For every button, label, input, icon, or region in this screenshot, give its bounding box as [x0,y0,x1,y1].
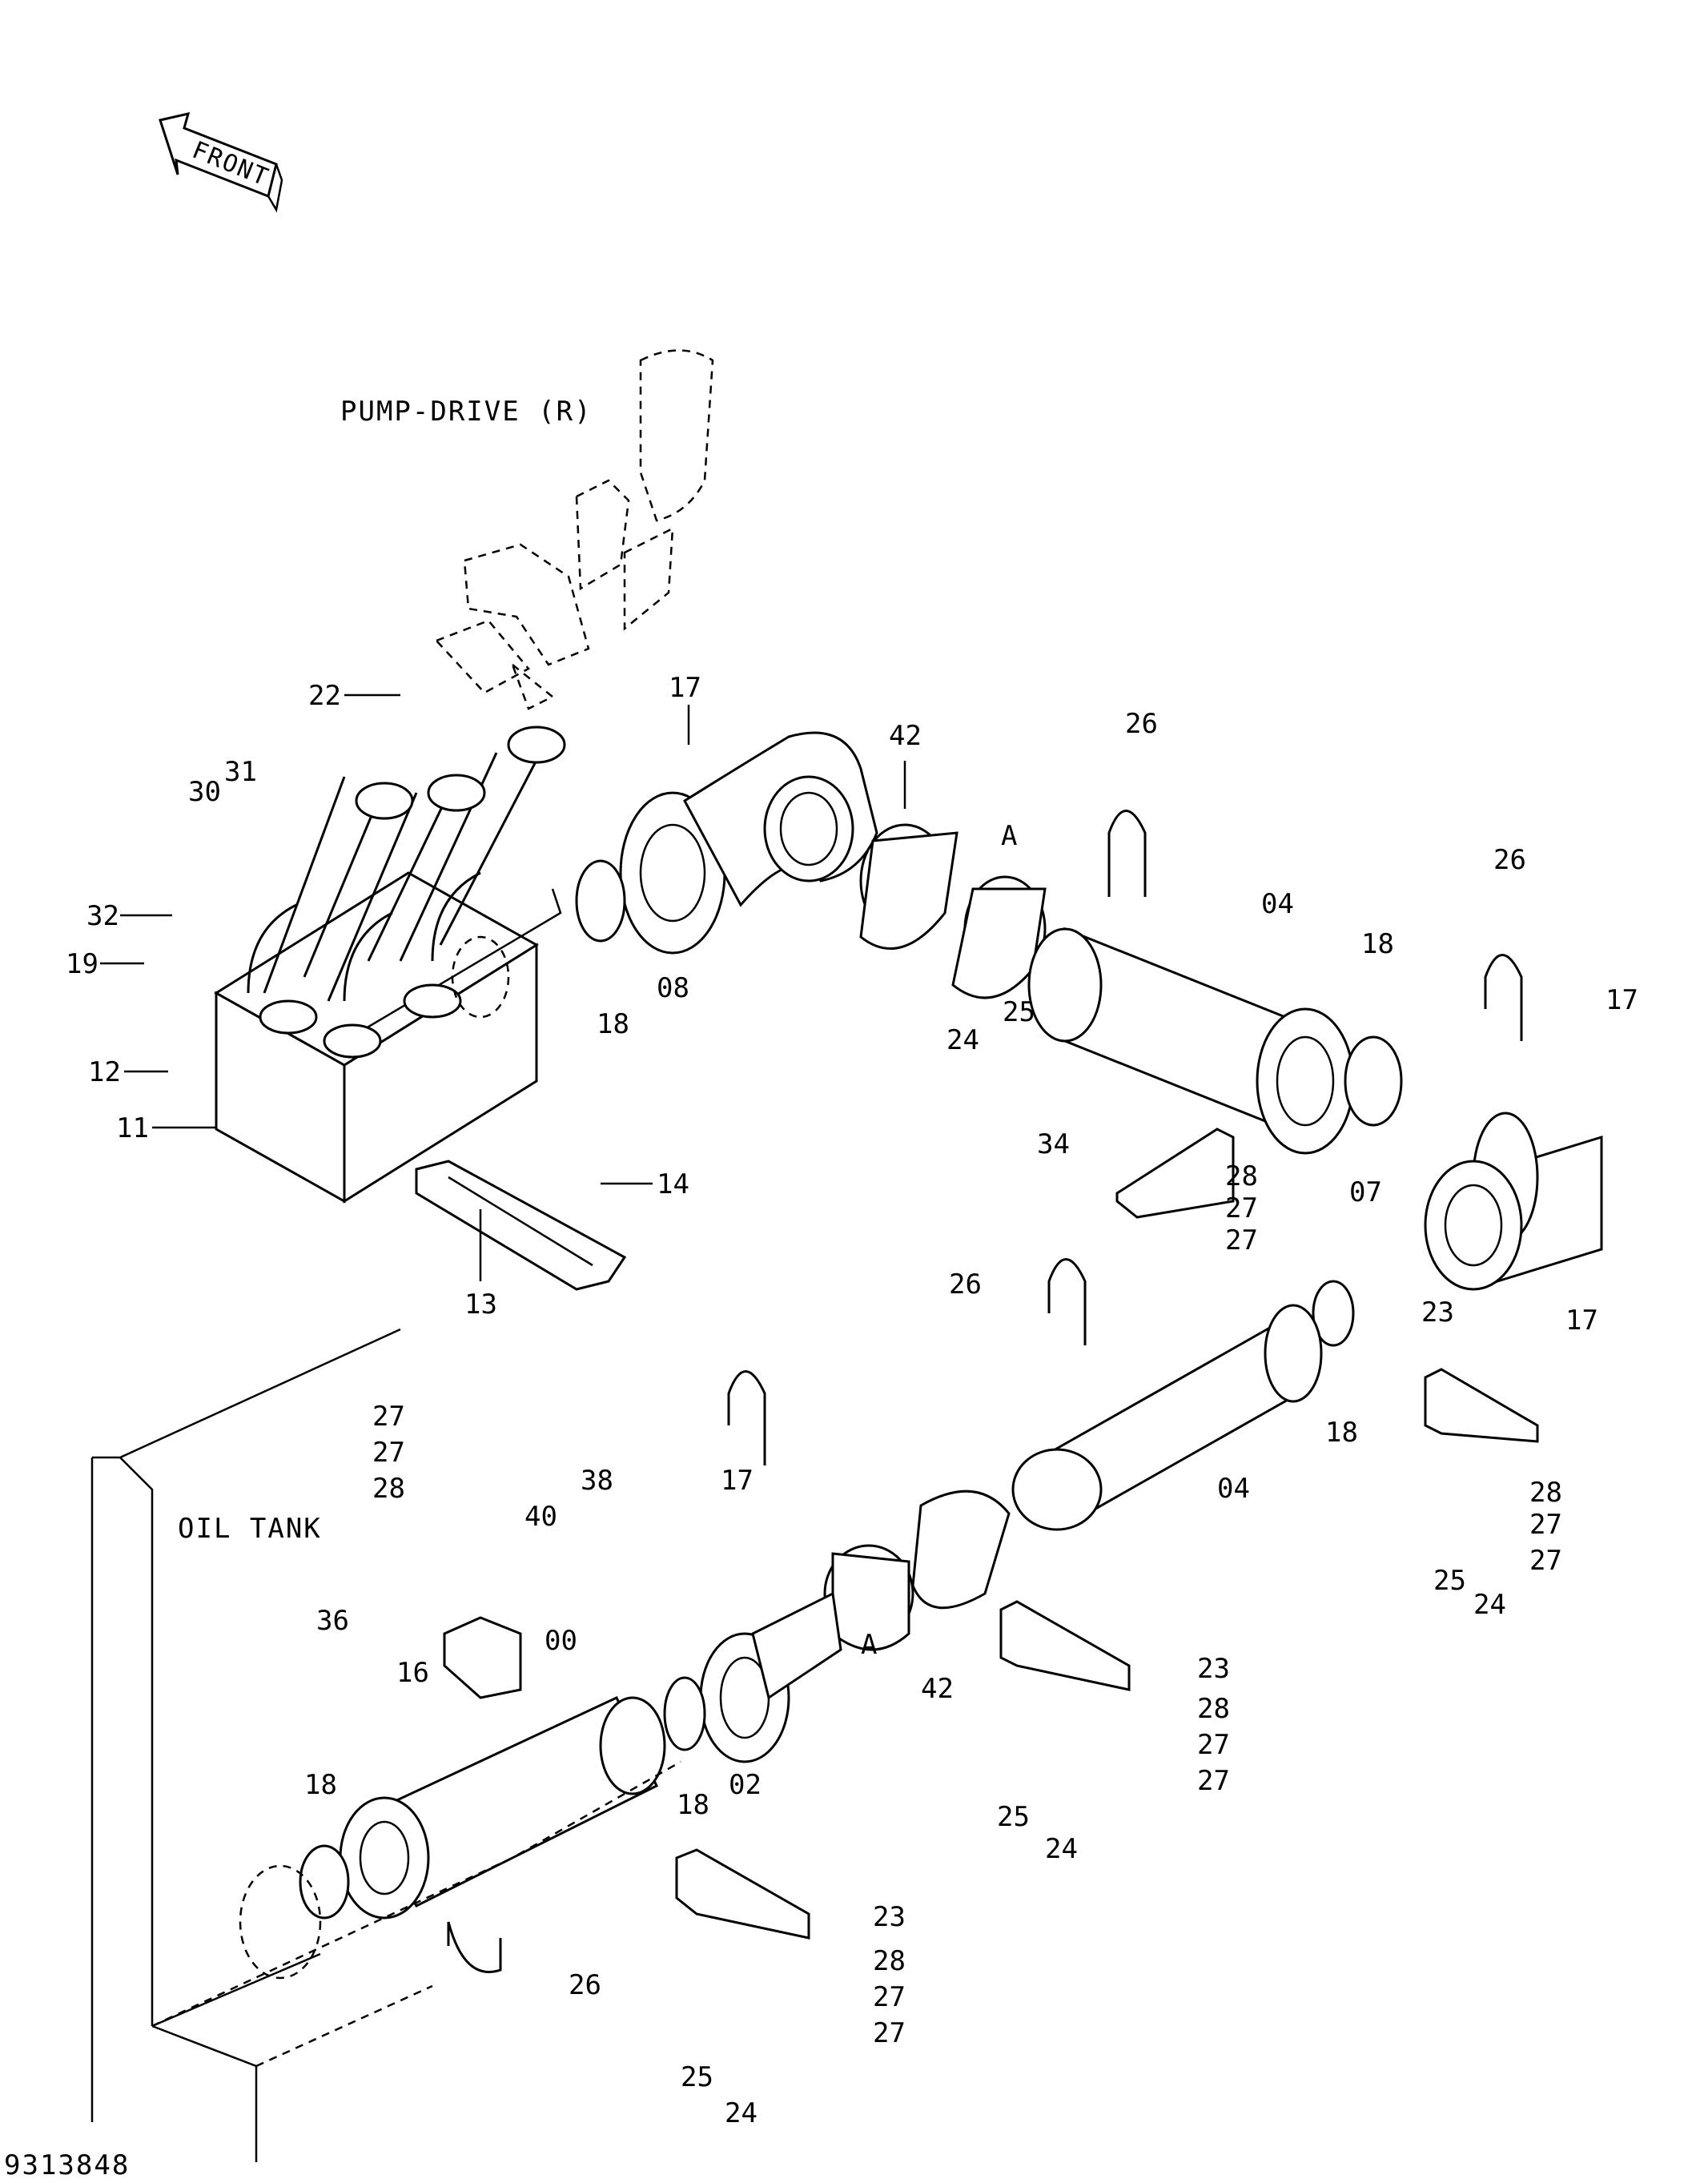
callout-23-c: 23 [873,1901,906,1933]
callout-25-b: 25 [997,1801,1030,1833]
callout-30: 30 [188,776,221,808]
callout-24-b: 24 [1045,1833,1078,1865]
callout-27-j: 27 [1529,1545,1562,1577]
callout-27-d: 27 [372,1437,405,1469]
pump-drive-flanges [434,349,714,710]
callout-a-bottom: A [861,1629,877,1661]
callout-11: 11 [116,1112,149,1144]
pipe-00-02 [339,1591,842,1920]
callout-27-a: 27 [1225,1192,1258,1224]
callout-25-d: 25 [1433,1565,1466,1597]
callout-02: 02 [729,1769,762,1801]
tank-port [239,1864,322,1980]
callout-28-d: 28 [873,1945,906,1977]
callout-27-e: 27 [1197,1729,1230,1761]
callout-26-d: 26 [569,1969,601,2001]
clamp-42-top [859,823,1047,999]
callout-18-c: 18 [1325,1417,1358,1449]
callout-04-a: 04 [1261,888,1294,920]
u-bolt-26-b [1484,954,1523,1041]
callout-18-b: 18 [1361,928,1394,960]
pipe-04-top [1027,927,1355,1155]
callout-04-b: 04 [1217,1473,1250,1505]
callout-26-c: 26 [949,1268,982,1301]
callout-27-i: 27 [1529,1509,1562,1541]
oil-tank-label: OIL TANK [178,1513,322,1545]
callout-23-a: 23 [1421,1297,1454,1329]
callout-19: 19 [66,948,98,980]
callout-25-c: 25 [681,2061,713,2093]
bracket-36 [443,1616,522,1699]
clamp-42-lower [823,1490,1011,1651]
tee-07 [1424,1112,1603,1291]
callout-16: 16 [396,1657,429,1689]
callout-27-h: 27 [873,2017,906,2049]
callout-26-b: 26 [1493,844,1526,876]
front-label: FRONT [188,136,273,192]
callout-markers: 22 17 42 26 A 31 30 32 19 12 11 14 13 08… [66,672,1638,2129]
gasket-18-top [575,859,626,943]
callout-40: 40 [524,1501,557,1533]
front-arrow-icon: FRONT [159,111,283,213]
drawing-number: 9313848 [4,2149,130,2181]
callout-42-b: 42 [921,1673,954,1705]
callout-27-b: 27 [1225,1224,1258,1256]
oil-tank [90,1328,681,2162]
u-bolt-26-e [447,1921,502,1973]
callout-34: 34 [1037,1128,1070,1160]
callout-27-g: 27 [873,1981,906,2013]
pipe-04-mid [1011,1304,1323,1531]
callout-a-top: A [1001,820,1017,852]
callout-24-d: 24 [1473,1589,1506,1621]
gasket-18-mid [1312,1280,1355,1347]
callout-14: 14 [657,1168,689,1200]
gasket-18-left [299,1844,350,1920]
callout-31: 31 [224,756,257,788]
callout-12: 12 [88,1056,121,1088]
callout-24-c: 24 [725,2097,758,2129]
callout-18-d: 18 [304,1769,337,1801]
callout-17-c: 17 [1565,1305,1598,1337]
callout-28-a: 28 [1225,1160,1258,1192]
callout-36: 36 [316,1605,349,1637]
callout-27-c: 27 [372,1401,405,1433]
bracket-23-bottom [675,1848,810,1940]
callout-00: 00 [545,1625,577,1657]
callout-42-a: 42 [889,720,922,752]
bracket-23-mid [999,1600,1131,1691]
callout-22: 22 [308,680,341,712]
callout-17-d: 17 [721,1465,754,1497]
manifold-box [214,726,566,1204]
callout-17-b: 17 [1606,984,1638,1016]
gasket-18-right [1344,1035,1403,1127]
callout-24-a: 24 [946,1024,979,1056]
callout-28-c: 28 [1197,1693,1230,1725]
callout-28-e: 28 [1529,1477,1562,1509]
gasket-18-lower [663,1676,706,1751]
callout-26-a: 26 [1125,708,1158,740]
callout-18-e: 18 [677,1789,709,1821]
callout-38: 38 [581,1465,613,1497]
pump-drive-label: PUMP-DRIVE (R) [340,396,593,428]
elbow-08 [619,731,878,955]
callout-28-b: 28 [372,1473,405,1505]
callout-17-a: 17 [669,672,701,704]
callout-32: 32 [86,900,119,932]
callout-25-a: 25 [1003,996,1035,1028]
bracket-23-right [1424,1368,1539,1443]
callout-07: 07 [1349,1176,1382,1208]
u-bolt-26-c [1047,1258,1087,1345]
bracket-34 [1115,1128,1235,1219]
callout-13: 13 [464,1288,497,1321]
u-bolt-26-d [727,1370,766,1465]
u-bolt-26-a [1107,810,1147,897]
callout-23-b: 23 [1197,1653,1230,1685]
callout-08: 08 [657,972,689,1004]
callout-27-f: 27 [1197,1765,1230,1797]
callout-18-a: 18 [597,1008,629,1040]
bracket-13 [415,1160,627,1291]
